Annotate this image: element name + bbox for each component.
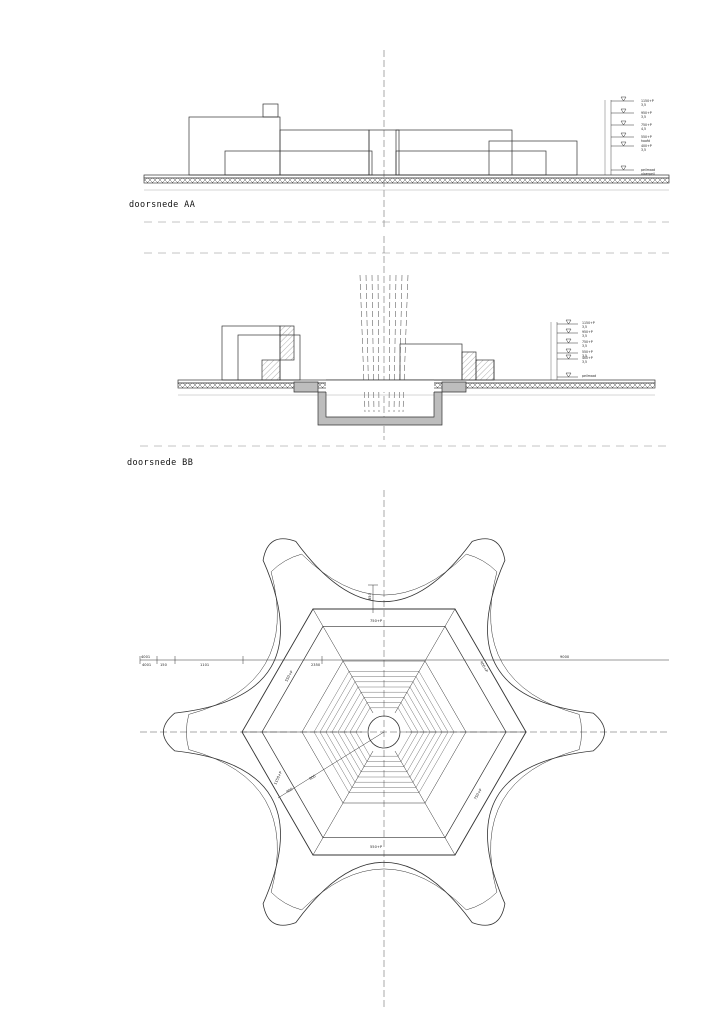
- aa-level-6: peilmaat: [641, 168, 656, 172]
- plan-dim-upper-left-wall: 550+P: [284, 669, 294, 682]
- aa-volume-left-high: [188, 116, 281, 176]
- plan-radius-line: [277, 731, 385, 799]
- aa-level-6-sub: vloerpeil: [641, 172, 655, 176]
- plan-dim-top-offset: 850: [368, 592, 372, 600]
- aa-level-2-sub: 3,5: [641, 115, 646, 119]
- aa-level-scale: [604, 100, 612, 175]
- section-aa-title: doorsnede AA: [129, 200, 196, 210]
- plan-dim-lower-right-wall: 750+P: [473, 787, 483, 800]
- plan-spoke: [394, 750, 456, 856]
- aa-level-4-sub: hoofd: [641, 139, 650, 143]
- plan-star-outline: [163, 538, 605, 926]
- bb-level-4: 550+P: [582, 350, 593, 354]
- bb-right-wall: [461, 351, 477, 381]
- aa-central-tower: [368, 129, 400, 176]
- plan-dim-left-a: 4001: [141, 655, 150, 659]
- aa-roof-box: [262, 103, 279, 118]
- section-bb: [140, 236, 669, 447]
- bb-level-2-sub: 3,5: [582, 334, 587, 338]
- aa-volume-left-low: [224, 150, 373, 176]
- plan-spoke: [312, 750, 374, 856]
- plan-dim-radius: 800: [309, 774, 318, 781]
- plan-dim-left-c: 1101: [200, 663, 209, 667]
- plan-dim-left-a2: 4001: [142, 663, 151, 667]
- bb-level-markers: [557, 319, 578, 378]
- aa-level-2: 950+P: [641, 111, 652, 115]
- plan-corner-spokes: [242, 608, 526, 856]
- bb-level-5: 400+P: [582, 356, 593, 360]
- bb-level-5-sub: 3,5: [582, 360, 587, 364]
- plan-spoke: [394, 608, 456, 714]
- aa-level-markers: [611, 96, 634, 171]
- bb-level-labels: 1150+P 3,5 950+P 3,5 750+P 3,5 550+P 3,5…: [582, 321, 597, 378]
- aa-level-1-sub: 3,5: [641, 103, 646, 107]
- bb-left-wall: [279, 325, 295, 361]
- bb-level-4-sub: 3,5: [582, 354, 587, 358]
- bb-level-scale: [550, 322, 558, 380]
- aa-level-5-sub: 3,5: [641, 148, 646, 152]
- aa-level-3: 750+P: [641, 123, 652, 127]
- aa-volume-right-high: [488, 140, 578, 176]
- bb-level-3-sub: 3,5: [582, 344, 587, 348]
- bb-level-1: 1150+P: [582, 321, 595, 325]
- aa-level-1: 1150+P: [641, 99, 654, 103]
- aa-ground-slab: [143, 174, 670, 179]
- bb-right-volume: [399, 343, 463, 381]
- plan-dim-left-b: 150: [160, 663, 168, 667]
- bb-level-2: 950+P: [582, 330, 593, 334]
- plan-dim-top-level: 750+P: [370, 619, 383, 623]
- aa-volume-left-mid: [279, 129, 370, 176]
- plan-dimension-labels: 850 750+P 4001 4001 150 1101 2350 9000 5…: [141, 592, 570, 849]
- bb-tower-dashes: [359, 274, 409, 413]
- plan-central-shaft: [367, 715, 401, 749]
- aa-volume-right-low: [395, 150, 547, 176]
- bb-level-3: 750+P: [582, 340, 593, 344]
- aa-level-labels: 1150+P 3,5 950+P 3,5 750+P 4,5 550+P hoo…: [641, 99, 656, 176]
- section-bb-title: doorsnede BB: [127, 458, 194, 468]
- plan-dim-left-d: 2350: [311, 663, 321, 667]
- plan-star-inner-outline: [186, 553, 582, 911]
- section-aa: [143, 50, 670, 254]
- plan-spoke: [312, 608, 374, 714]
- plan-dim-bottom-level: 550+P: [370, 845, 383, 849]
- plan-view: [139, 490, 669, 1010]
- aa-level-4: 550+P: [641, 135, 652, 139]
- aa-ground-hatch: [143, 177, 670, 184]
- aa-level-3-sub: 4,5: [641, 127, 646, 131]
- plan-dim-upper-right-wall: 400+P: [479, 661, 489, 674]
- aa-level-5: 400+P: [641, 144, 652, 148]
- aa-volume-right-mid: [395, 129, 513, 176]
- bb-level-6: peilmaat: [582, 374, 597, 378]
- bb-level-1-sub: 3,5: [582, 325, 587, 329]
- plan-dim-left-wall: 1150+P: [273, 770, 283, 785]
- plan-dim-radius-b: 400: [286, 787, 295, 794]
- plan-dim-right-total: 9000: [560, 655, 570, 659]
